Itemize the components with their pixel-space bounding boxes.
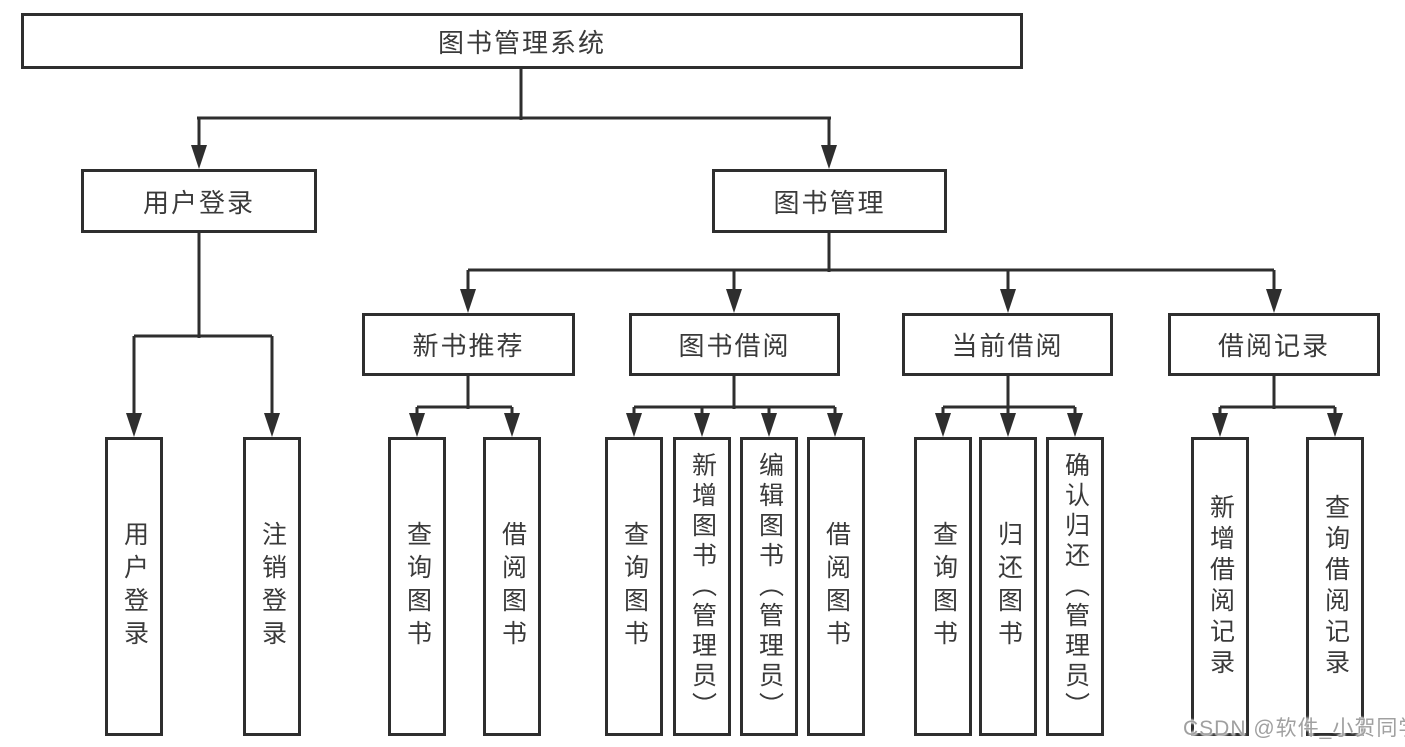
arrowhead-nb-query-books xyxy=(409,413,425,437)
arrowhead-nb-borrow-books xyxy=(504,413,520,437)
node-label: 用户登录 xyxy=(120,520,149,653)
node-label: 图书借阅 xyxy=(678,331,791,361)
connector-book-management-children xyxy=(460,233,1282,313)
arrowhead-book-management xyxy=(821,145,837,169)
node-label: 借阅记录 xyxy=(1217,331,1330,361)
arrowhead-cb-return-books xyxy=(1000,413,1016,437)
arrowhead-leaf-logout xyxy=(264,413,280,437)
node-label: 查询借阅记录 xyxy=(1321,493,1350,680)
arrowhead-leaf-user-login xyxy=(126,413,142,437)
leaf-bb-add-books-admin: 新增图书（管理员） xyxy=(673,437,731,736)
node-book-borrowing: 图书借阅 xyxy=(629,313,840,376)
arrowhead-br-add-record xyxy=(1212,413,1228,437)
node-label: 查询图书 xyxy=(929,520,958,653)
node-current-borrowing: 当前借阅 xyxy=(902,313,1113,376)
connector-current-borrowing-children xyxy=(935,376,1083,437)
arrowhead-bb-query-books xyxy=(626,413,642,437)
node-book-management: 图书管理 xyxy=(712,169,947,233)
arrowhead-user-login xyxy=(191,145,207,169)
leaf-nb-borrow-books: 借阅图书 xyxy=(483,437,541,736)
node-label: 图书管理 xyxy=(773,187,886,218)
leaf-bb-query-books: 查询图书 xyxy=(605,437,663,736)
arrowhead-br-query-record xyxy=(1327,413,1343,437)
connector-book-borrowing-children xyxy=(626,376,843,437)
node-label: 查询图书 xyxy=(403,520,432,653)
connector-borrowing-records-children xyxy=(1212,376,1343,437)
arrowhead-book-borrowing xyxy=(726,289,742,313)
arrowhead-bb-add-books xyxy=(694,413,710,437)
node-label: 图书管理系统 xyxy=(437,27,606,58)
arrowhead-bb-borrow-books xyxy=(827,413,843,437)
leaf-cb-confirm-return-admin: 确认归还（管理员） xyxy=(1046,437,1104,736)
node-label: 借阅图书 xyxy=(822,520,851,653)
node-label: 新增借阅记录 xyxy=(1206,493,1235,680)
leaf-bb-borrow-books: 借阅图书 xyxy=(807,437,865,736)
node-label: 归还图书 xyxy=(994,520,1023,653)
node-label: 用户登录 xyxy=(142,187,255,218)
arrowhead-current-borrowing xyxy=(1000,289,1016,313)
node-label: 新书推荐 xyxy=(412,331,525,361)
connector-user-login-children xyxy=(126,233,280,437)
leaf-br-add-borrow-record: 新增借阅记录 xyxy=(1191,437,1249,736)
node-new-book-recommend: 新书推荐 xyxy=(362,313,575,376)
arrowhead-borrowing-records xyxy=(1266,289,1282,313)
node-user-login: 用户登录 xyxy=(81,169,317,233)
connector-root-to-level2 xyxy=(191,68,837,169)
node-label: 注销登录 xyxy=(258,520,287,653)
arrowhead-cb-query-books xyxy=(935,413,951,437)
node-label: 确认归还（管理员） xyxy=(1061,451,1090,722)
node-borrowing-records: 借阅记录 xyxy=(1168,313,1380,376)
node-label: 编辑图书（管理员） xyxy=(755,451,784,722)
leaf-bb-edit-books-admin: 编辑图书（管理员） xyxy=(740,437,798,736)
node-label: 新增图书（管理员） xyxy=(688,451,717,722)
leaf-logout: 注销登录 xyxy=(243,437,301,736)
arrowhead-bb-edit-books xyxy=(761,413,777,437)
node-label: 查询图书 xyxy=(620,520,649,653)
node-label: 借阅图书 xyxy=(498,520,527,653)
node-label: 当前借阅 xyxy=(951,331,1064,361)
csdn-watermark: CSDN @软件_小贺同学 xyxy=(1183,717,1405,740)
leaf-br-query-borrow-record: 查询借阅记录 xyxy=(1306,437,1364,736)
connector-new-book-recommend-children xyxy=(409,376,520,437)
arrowhead-new-book-recommend xyxy=(460,289,476,313)
arrowhead-cb-confirm-return xyxy=(1067,413,1083,437)
leaf-user-login: 用户登录 xyxy=(105,437,163,736)
leaf-nb-query-books: 查询图书 xyxy=(388,437,446,736)
leaf-cb-return-books: 归还图书 xyxy=(979,437,1037,736)
leaf-cb-query-books: 查询图书 xyxy=(914,437,972,736)
node-book-management-system: 图书管理系统 xyxy=(21,13,1023,69)
